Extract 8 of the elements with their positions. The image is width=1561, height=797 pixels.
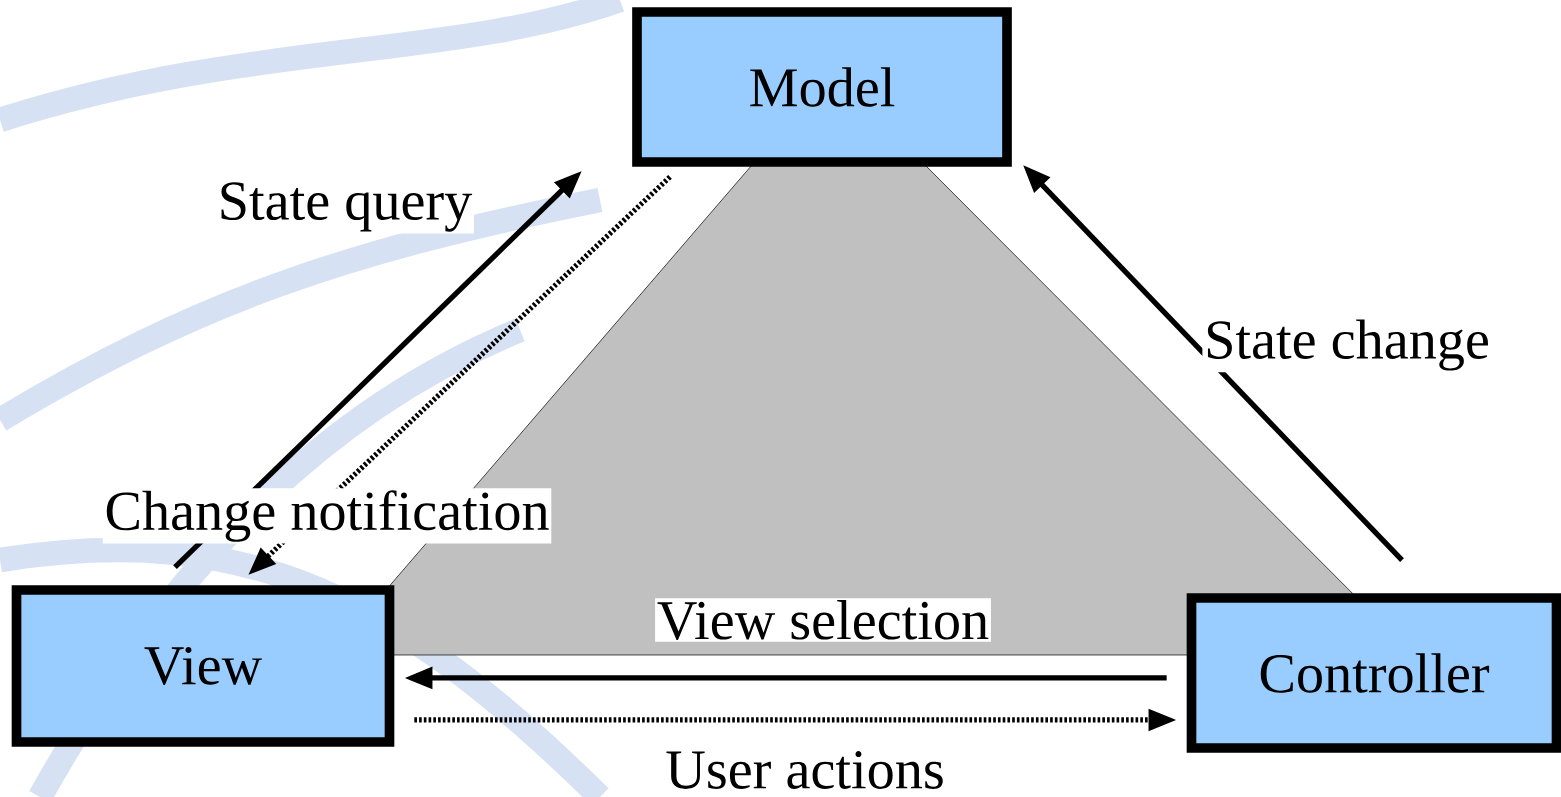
component-box: Controller <box>1186 593 1561 753</box>
edge-label: User actions <box>663 749 947 791</box>
edge-label: Change notification <box>102 488 552 544</box>
component-box: Model <box>632 7 1012 167</box>
edge-label: State query <box>216 180 475 234</box>
component-box: View <box>11 585 395 747</box>
edge-label: State change <box>1202 317 1492 373</box>
edge-label: View selection <box>655 598 991 642</box>
